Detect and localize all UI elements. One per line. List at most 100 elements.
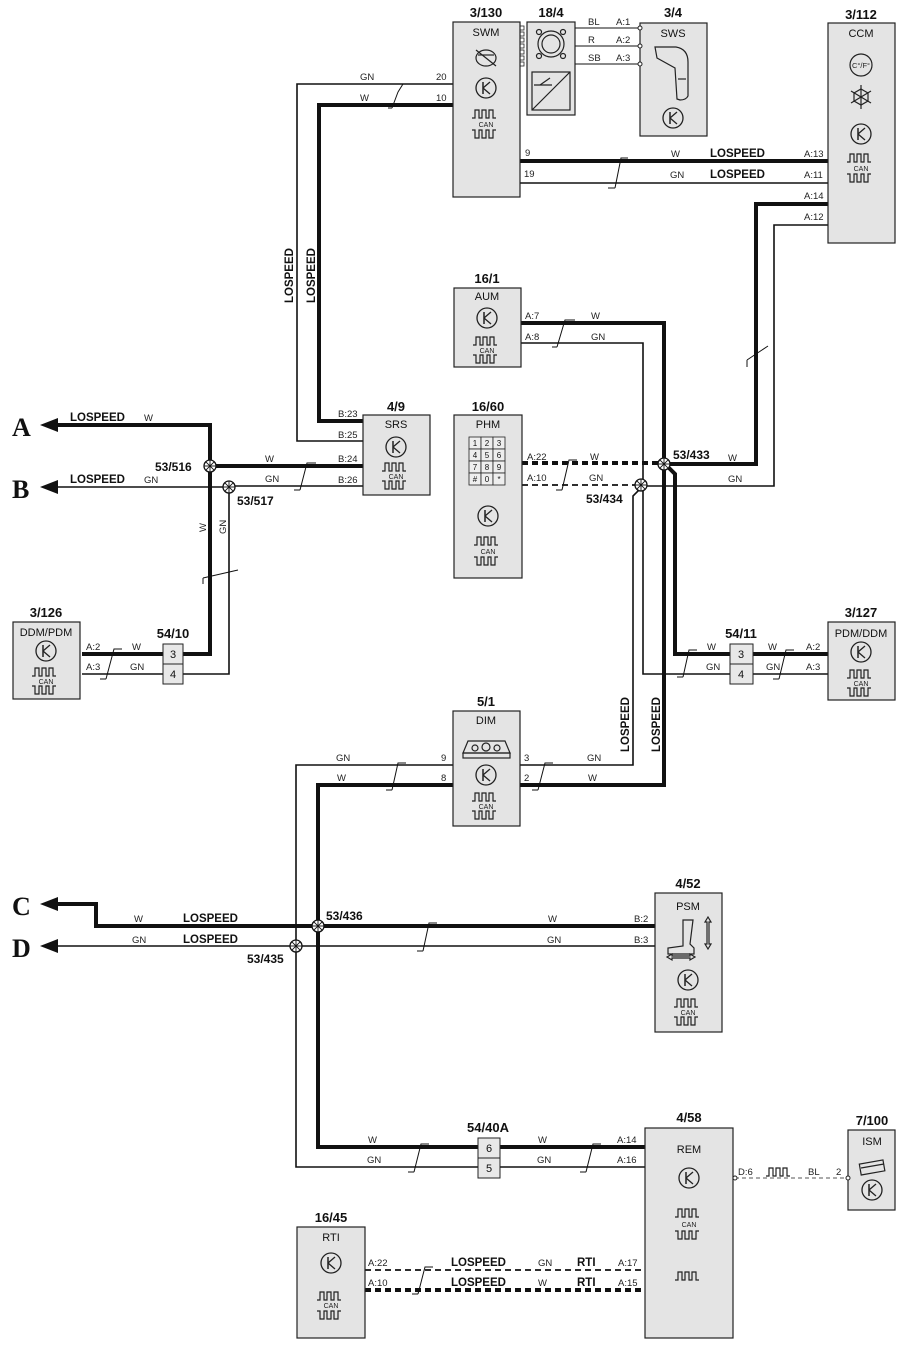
- wire-ccm-a14-w: [667, 202, 828, 466]
- terminal-b[interactable]: B: [12, 475, 29, 504]
- wire-color-label: W: [548, 914, 557, 925]
- phm-name: PHM: [476, 419, 500, 431]
- pin-label: A:8: [525, 332, 539, 343]
- module-ddm-pdm[interactable]: [12, 621, 81, 700]
- wire-color-label: W: [134, 914, 143, 925]
- terminal-d[interactable]: D: [12, 934, 31, 963]
- srs-id: 4/9: [387, 399, 405, 414]
- splice-53-433[interactable]: [657, 457, 671, 471]
- pin-label: A:3: [806, 662, 820, 673]
- terminal-a[interactable]: A: [12, 413, 31, 442]
- wire-color-label: W: [198, 523, 209, 532]
- wire-color-label: GN: [360, 72, 374, 83]
- sas-id: 18/4: [538, 5, 564, 20]
- pin-label: 3: [524, 753, 529, 764]
- keypad-key-label: 7: [473, 463, 478, 472]
- module-srs[interactable]: [362, 414, 431, 496]
- module-sws[interactable]: [637, 22, 708, 137]
- wire-color-label: GN: [218, 520, 229, 534]
- wire-terminal-c-w: [52, 902, 655, 928]
- connector-pin: 6: [486, 1143, 492, 1155]
- connector-pin: 3: [170, 649, 176, 661]
- wire-color-label: W: [337, 773, 346, 784]
- wire-434-to-5411-gn: [642, 488, 730, 675]
- swm-id: 3/130: [470, 5, 503, 20]
- wire-434-to-dim-gn: [520, 489, 640, 766]
- splice-53-436[interactable]: [311, 919, 325, 933]
- terminal-c[interactable]: C: [12, 892, 31, 921]
- pin-label: A:2: [86, 642, 100, 653]
- wire-color-label: W: [368, 1135, 377, 1146]
- clock-spring-icon: [535, 28, 567, 60]
- module-ism[interactable]: [845, 1129, 896, 1211]
- pin-label: A:3: [616, 53, 630, 64]
- swm-name: SWM: [473, 27, 500, 39]
- pin-label: B:25: [338, 430, 358, 441]
- connector-pin: 4: [738, 669, 744, 681]
- ccm-name: CCM: [848, 28, 873, 40]
- wire-color-label: GN: [537, 1155, 551, 1166]
- climate-fan-icon: [850, 85, 872, 109]
- module-swm[interactable]: [452, 21, 525, 198]
- rem-can-label: CAN: [682, 1222, 697, 1229]
- wire-color-label: W: [590, 452, 599, 463]
- psm-name: PSM: [676, 901, 700, 913]
- pin-label: A:10: [368, 1278, 388, 1289]
- wire-color-label: BL: [808, 1167, 820, 1178]
- module-ccm[interactable]: C°/F°: [827, 22, 896, 244]
- wire-color-label: GN: [336, 753, 350, 764]
- swm-can-label: CAN: [479, 122, 494, 129]
- pin-label: A:22: [527, 452, 547, 463]
- splice-53-435[interactable]: [289, 939, 303, 953]
- splice-53-517[interactable]: [222, 480, 236, 494]
- pin-label: A:16: [617, 1155, 637, 1166]
- wire-color-label: W: [707, 642, 716, 653]
- bus-label: LOSPEED: [620, 697, 632, 752]
- keypad-key-label: 0: [485, 475, 490, 484]
- wire-swm-20-gn: [296, 83, 453, 442]
- module-dim[interactable]: [452, 710, 521, 827]
- wire-color-label: BL: [588, 17, 600, 28]
- wire-terminal-b-gn: [52, 486, 230, 675]
- connector-54-40a[interactable]: [477, 1137, 501, 1179]
- pin-label: 10: [436, 93, 447, 104]
- connector-54-10[interactable]: [162, 643, 184, 685]
- pin-label: B:24: [338, 454, 358, 465]
- ccm-temp-label: C°/F°: [852, 61, 870, 70]
- module-steering-angle-sensor[interactable]: [526, 21, 576, 116]
- swm-steering-icon: [475, 49, 497, 67]
- bus-label: LOSPEED: [183, 934, 238, 946]
- pin-label: A:13: [804, 149, 824, 160]
- wire-color-label: W: [360, 93, 369, 104]
- psm-can-label: CAN: [681, 1010, 696, 1017]
- rti-id: 16/45: [315, 1210, 348, 1225]
- bus-label: LOSPEED: [70, 412, 125, 424]
- ism-name: ISM: [862, 1136, 882, 1148]
- psm-id: 4/52: [675, 876, 700, 891]
- module-aum[interactable]: [453, 287, 522, 368]
- pin-label: A:15: [618, 1278, 638, 1289]
- splice-53-516[interactable]: [203, 459, 217, 473]
- module-psm[interactable]: [654, 892, 723, 1033]
- pin-label: A:14: [804, 191, 824, 202]
- wire-aum-a7-w: [521, 321, 666, 464]
- wire-color-label: W: [671, 149, 680, 160]
- connector-label: 54/11: [725, 626, 757, 641]
- wire-color-label: W: [588, 773, 597, 784]
- module-pdm-ddm[interactable]: [827, 621, 896, 701]
- sws-id: 3/4: [664, 5, 683, 20]
- splice-53-434[interactable]: [634, 478, 648, 492]
- module-rem[interactable]: [644, 1127, 738, 1339]
- module-rti[interactable]: [296, 1226, 366, 1339]
- pin-label: 8: [441, 773, 446, 784]
- pin-label: A:22: [368, 1258, 388, 1269]
- connector-label: 54/40A: [467, 1120, 510, 1135]
- connector-54-11[interactable]: [729, 643, 754, 685]
- bus-label: LOSPEED: [306, 248, 318, 303]
- splice-label: 53/434: [586, 492, 623, 506]
- aum-id: 16/1: [474, 271, 499, 286]
- power-seat-icon: [665, 915, 713, 962]
- bus-label: LOSPEED: [451, 1277, 506, 1289]
